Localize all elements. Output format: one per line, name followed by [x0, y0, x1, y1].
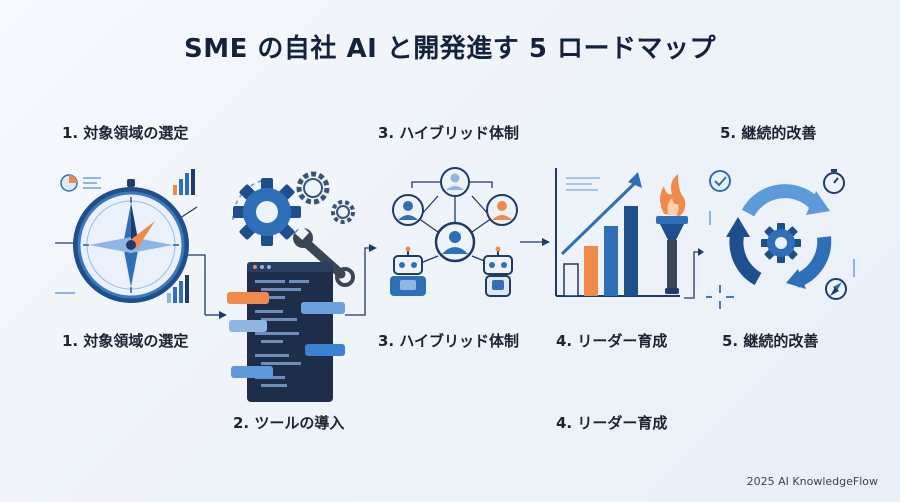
step-5-label-top: 5. 継続的改善 [720, 124, 817, 142]
step-2-label-bottom: 2. ツールの導入 [233, 414, 345, 432]
person-icon [392, 194, 424, 226]
gear-small-icon [296, 171, 330, 205]
person-icon [440, 167, 470, 197]
person-icon [486, 194, 518, 226]
torch-icon [656, 174, 688, 294]
step-5-illustration [706, 169, 855, 309]
step-3-label-top: 3. ハイブリッド体制 [378, 124, 520, 142]
compass-icon [73, 179, 189, 303]
person-icon [434, 221, 476, 263]
step-4-label-mid: 4. リーダー育成 [556, 332, 668, 350]
step-1-label-top: 1. 対象領域の選定 [62, 124, 189, 142]
spark-icon [706, 285, 734, 309]
code-window [227, 262, 345, 402]
wrench-icon [293, 225, 355, 287]
gear-tiny-icon [331, 200, 355, 224]
step-1-label-mid: 1. 対象領域の選定 [62, 332, 189, 350]
robot-icon [483, 246, 513, 297]
step-4-illustration [555, 168, 704, 299]
bar-chart-small-icon [167, 275, 189, 303]
robot-icon [390, 246, 426, 296]
growth-bars [563, 206, 638, 297]
step-5-label-mid: 5. 継続的改善 [722, 332, 819, 350]
checkmark-icon [709, 170, 731, 192]
page-title: SME の自社 AI と開発進す 5 ロードマップ [183, 34, 716, 64]
gear-icon [233, 178, 301, 246]
step-4-label-bottom: 4. リーダー育成 [556, 414, 668, 432]
arrow-3-to-4 [520, 238, 550, 246]
step-3-label-mid: 3. ハイブリッド体制 [378, 332, 520, 350]
stopwatch-icon [823, 169, 845, 194]
step-3-illustration [390, 167, 518, 297]
step-1-illustration [55, 169, 206, 315]
bar-chart-icon [173, 169, 195, 195]
footer-copyright: 2025 AI KnowledgeFlow [746, 475, 878, 488]
trend-arrow-icon [560, 172, 642, 256]
step-2-illustration [205, 171, 377, 402]
pie-chart-icon [60, 174, 101, 192]
cycle-arrows-icon [726, 184, 832, 289]
compass-small-icon [825, 278, 847, 300]
gear-icon [761, 223, 801, 263]
